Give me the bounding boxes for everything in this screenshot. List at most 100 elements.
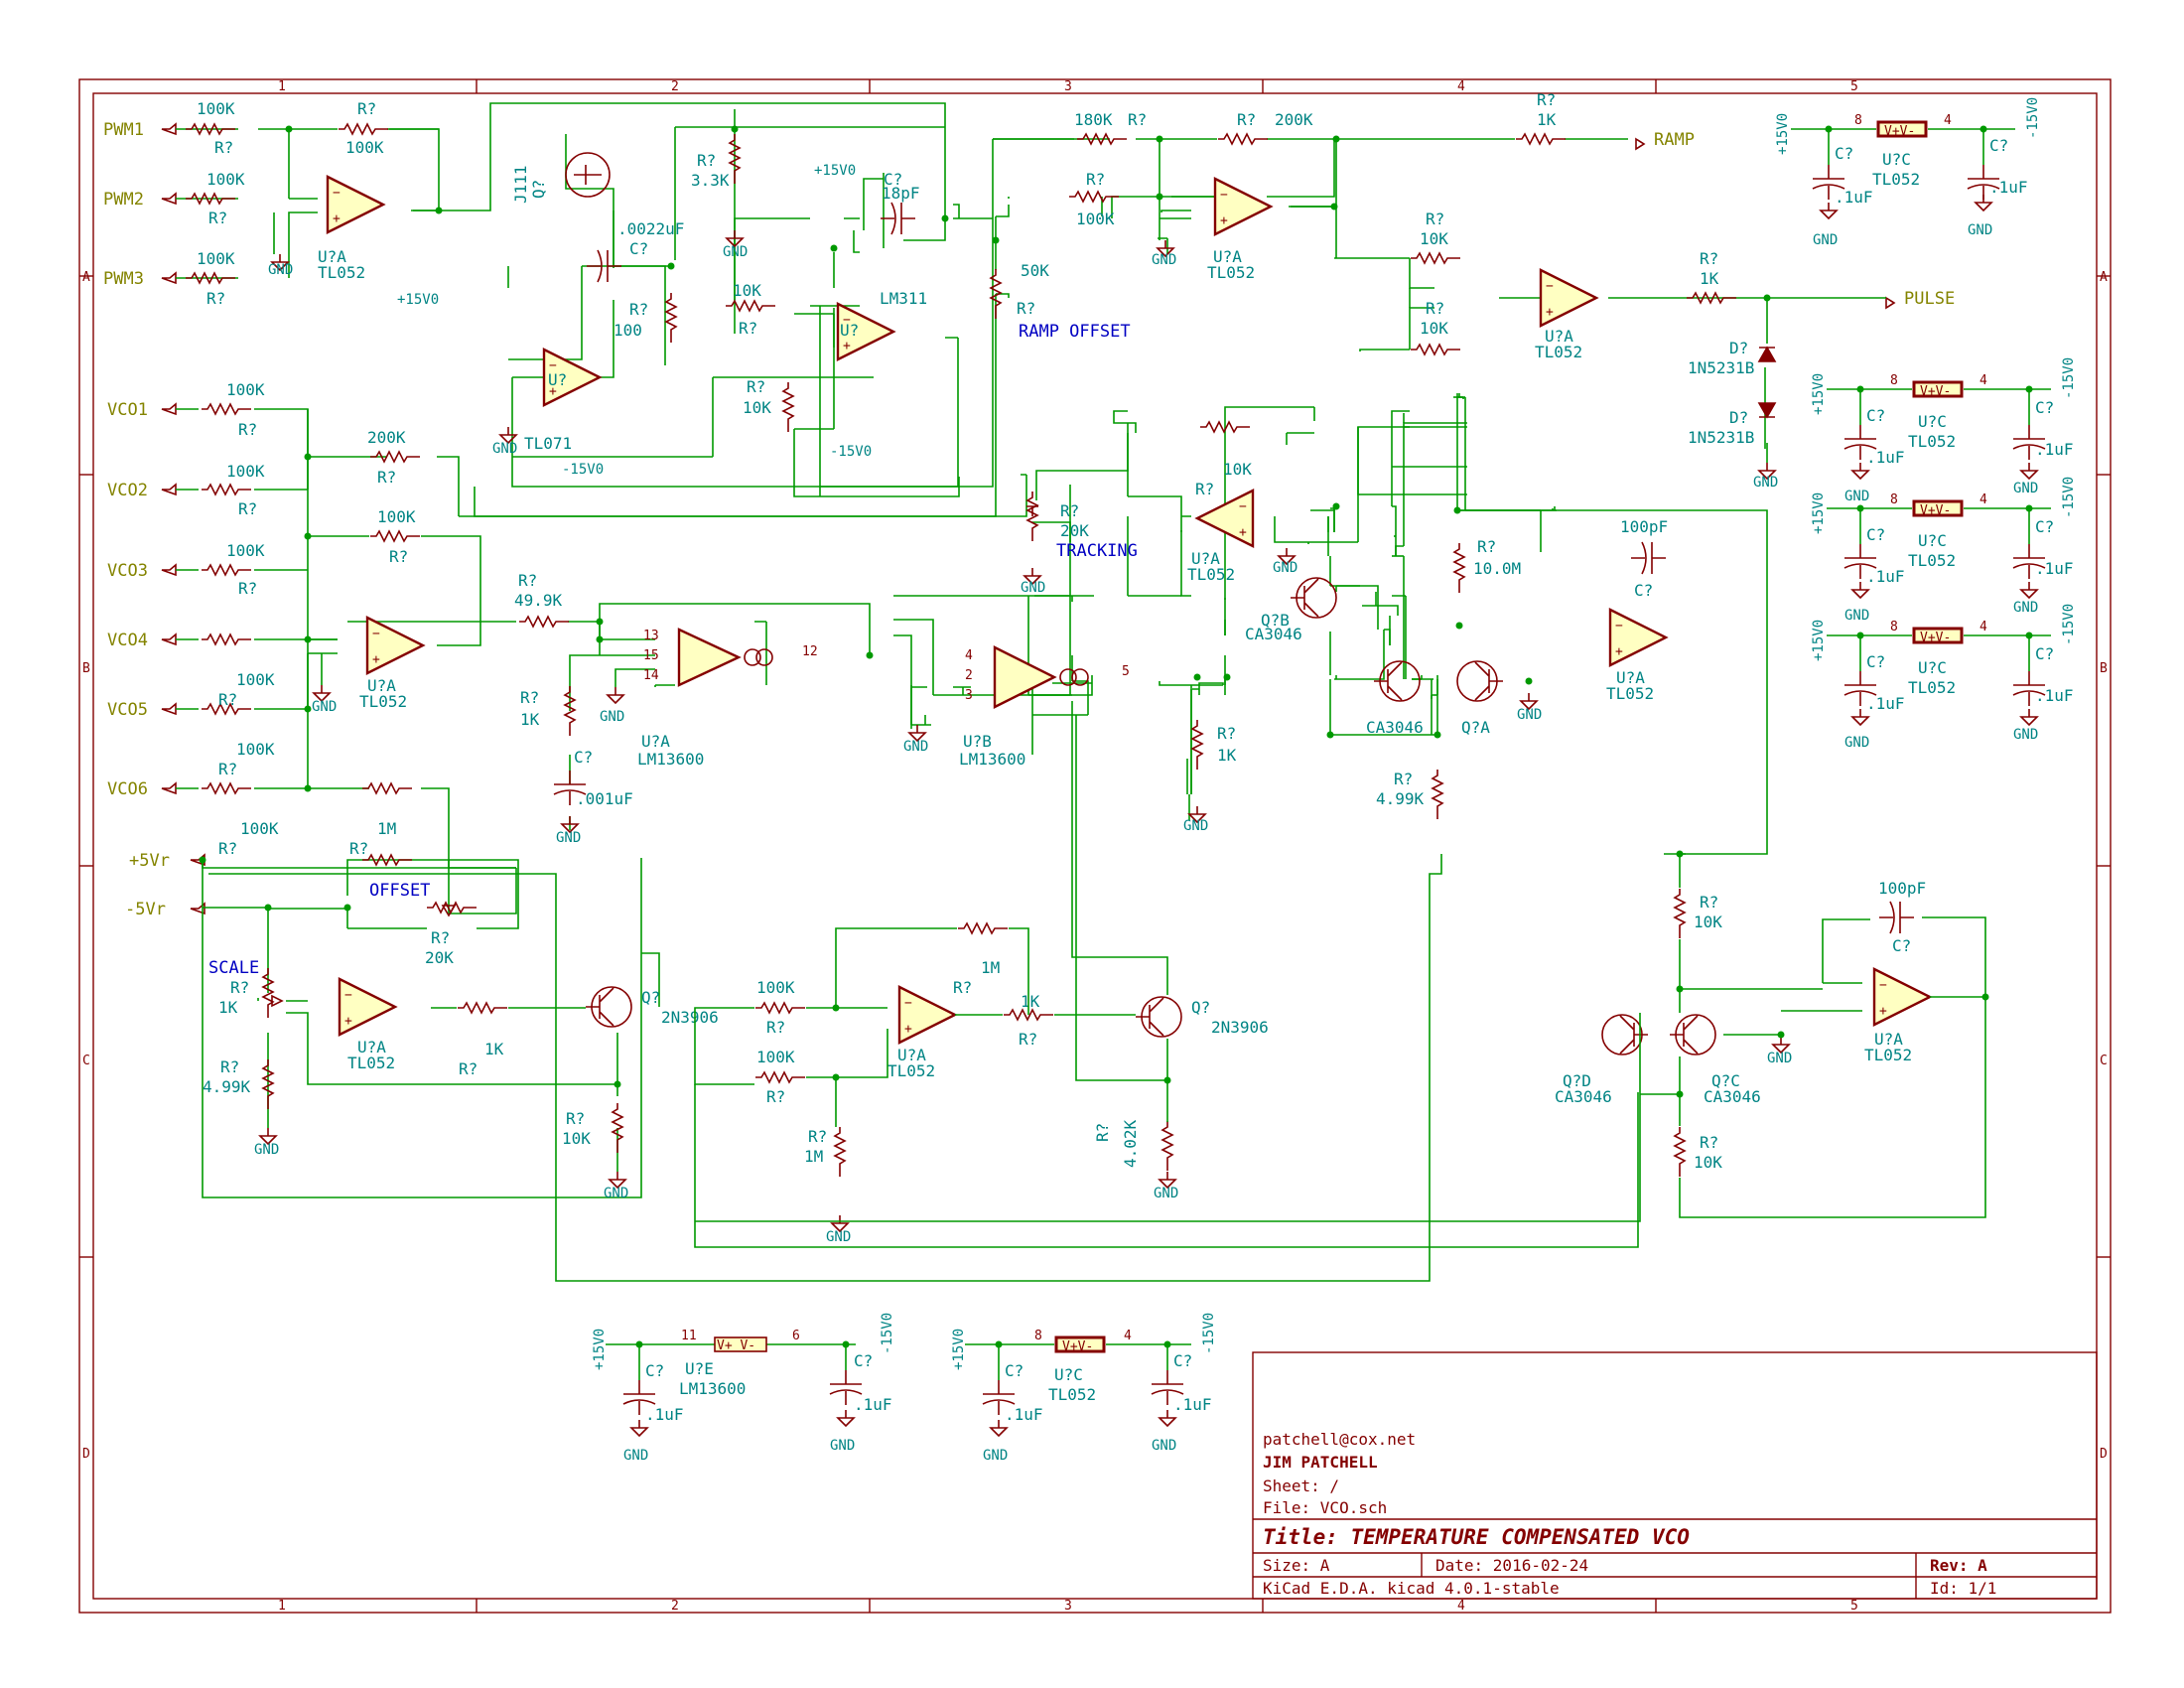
label-scale: SCALE: [208, 958, 259, 978]
r-cmp-b-value: 10K: [1420, 319, 1448, 338]
u-bot-value: TL052: [1048, 1385, 1096, 1404]
r-10k-trk-ref: R?: [1195, 480, 1214, 498]
gnd-tl071: GND: [492, 441, 517, 457]
svg-text:4: 4: [965, 648, 973, 663]
c-r3a-ref: C?: [1866, 652, 1885, 671]
bar-tl052-bottom-text: V+V-: [1062, 1339, 1093, 1354]
col-label-2: 2: [671, 79, 679, 94]
row-label-b-right: B: [2100, 661, 2108, 676]
u-r1-value: TL052: [1908, 432, 1956, 451]
net-pwm2: PWM2: [103, 190, 144, 210]
r-100-ref: R?: [629, 300, 648, 319]
pwr-top-p15: +15V0: [1775, 113, 1791, 155]
net-vco6: VCO6: [107, 779, 148, 799]
pwr-lm311-p15: +15V0: [814, 163, 856, 179]
r-vco5-value: 100K: [236, 670, 275, 689]
r-10k-e-ref: R?: [1700, 1133, 1718, 1152]
u-r3-ref: U?C: [1918, 658, 1947, 677]
r-scale-ref: R?: [230, 978, 249, 997]
col-label-1-bottom: 1: [278, 1599, 286, 1614]
bar-right1-text: V+V-: [1920, 384, 1951, 399]
gnd-int3: GND: [1767, 1051, 1792, 1066]
u-r3-value: TL052: [1908, 678, 1956, 697]
r-pwm1-ref: R?: [214, 138, 233, 157]
d-1-value: 1N5231B: [1688, 358, 1754, 377]
q-j111-value: Q?: [529, 180, 548, 199]
r-10k-d-ref: R?: [1700, 893, 1718, 912]
r-4k99-a-value: 4.99K: [1376, 789, 1425, 808]
r-10k-b-ref: R?: [747, 377, 765, 396]
r-1k-tc-ref: R?: [1019, 1030, 1037, 1049]
c-dec1-value: .1uF: [1835, 188, 1873, 207]
r-1k-scale-ref: R?: [459, 1059, 478, 1078]
pwm-summer: 100K R? 100K R? 100K R? R? 100K U?A TL05…: [185, 99, 389, 308]
svg-text:8: 8: [1854, 113, 1862, 128]
u-int3-ref: U?A: [1874, 1030, 1903, 1049]
r-4k99-b-ref: R?: [220, 1057, 239, 1076]
r-p5vr-ref: R?: [218, 839, 237, 858]
bar-right3-text: V+V-: [1920, 631, 1951, 645]
ca3046-pair: Q?B CA3046 CA3046 Q?A R? 10.0M 100pF C? …: [1245, 517, 1668, 820]
q-qa-ref: Q?A: [1461, 718, 1490, 737]
r-4k99-b-value: 4.99K: [203, 1077, 251, 1096]
c-int-ref: C?: [629, 239, 648, 258]
c-r2a-value: .1uF: [1866, 567, 1905, 586]
svg-text:15: 15: [643, 648, 659, 663]
gnd-r2-a: GND: [1844, 608, 1869, 624]
svg-text:4: 4: [1979, 492, 1987, 507]
c-100p-b-ref: C?: [1892, 936, 1911, 955]
r-pwm-fb-ref: R?: [357, 99, 376, 118]
scale-stage: SCALE R? 1K R? 4.99K GND U?A TL052 1K R?…: [203, 958, 719, 1201]
gnd-1k-b: GND: [1183, 818, 1208, 834]
u-scale-value: TL052: [347, 1054, 395, 1072]
r-100k-int-value: 100K: [1076, 210, 1115, 228]
r-vco6-value: 100K: [236, 740, 275, 759]
u-scale-ref: U?A: [357, 1038, 386, 1056]
r-1m-tc-ref: R?: [808, 1127, 827, 1146]
net-vco1: VCO1: [107, 400, 148, 420]
r-49k9-value: 49.9K: [514, 591, 563, 610]
svg-text:8: 8: [1890, 373, 1898, 388]
svg-text:13: 13: [643, 629, 659, 643]
r-1m-tc-value: 1M: [804, 1147, 823, 1166]
u-r2-ref: U?C: [1918, 531, 1947, 550]
col-label-5-bottom: 5: [1850, 1599, 1858, 1614]
u-pwm-ref: U?A: [318, 247, 346, 266]
c-r2b-ref: C?: [2035, 517, 2054, 536]
row-label-d-right: D: [2100, 1447, 2108, 1462]
pwr-top-m15: -15V0: [2025, 97, 2041, 139]
q-qd-value: CA3046: [1555, 1087, 1612, 1106]
u-bot-ref: U?C: [1054, 1365, 1083, 1384]
gnd-c001: GND: [556, 830, 581, 846]
r-10m-ref: R?: [1477, 537, 1496, 556]
svg-text:8: 8: [1890, 492, 1898, 507]
svg-text:2: 2: [965, 668, 973, 683]
title-text: Title: TEMPERATURE COMPENSATED VCO: [1263, 1525, 1690, 1549]
col-label-5: 5: [1850, 79, 1858, 94]
r-3k3-value: 3.3K: [691, 171, 730, 190]
r-100k-tc-b-value: 100K: [756, 1048, 795, 1066]
svg-text:12: 12: [802, 644, 818, 659]
net-pwm1: PWM1: [103, 120, 144, 140]
input-ports: PWM1 PWM2 PWM3 VCO1 VCO2 VCO3 VCO4 VCO5 …: [103, 120, 1955, 919]
r-100k-int-ref: R?: [1086, 170, 1105, 189]
net-pwm3: PWM3: [103, 269, 144, 289]
u-trk-ref: U?A: [1191, 549, 1220, 568]
c-r3a-value: .1uF: [1866, 694, 1905, 713]
bottom-right-stage: R? 10K R? 10K Q?D CA3046 Q?C CA3046 100p…: [208, 509, 1986, 1282]
u-ota-b-ref: U?B: [963, 732, 992, 751]
r-1k-b-ref: R?: [1217, 724, 1236, 743]
r-pwm3-ref: R?: [206, 289, 225, 308]
u-pwm-value: TL052: [318, 263, 365, 282]
u-tc-ref: U?A: [897, 1046, 926, 1064]
r-50k-ref: R?: [1017, 299, 1035, 318]
gnd-trk: GND: [1273, 560, 1297, 576]
gnd-pwm: GND: [268, 262, 293, 278]
title-rev: Rev: A: [1930, 1556, 1987, 1575]
u-lm311-ref: U?: [840, 321, 859, 340]
gnd-zener: GND: [1753, 475, 1778, 491]
r-vco5-ref: R?: [218, 690, 237, 709]
r-pwm-fb-value: 100K: [345, 138, 384, 157]
